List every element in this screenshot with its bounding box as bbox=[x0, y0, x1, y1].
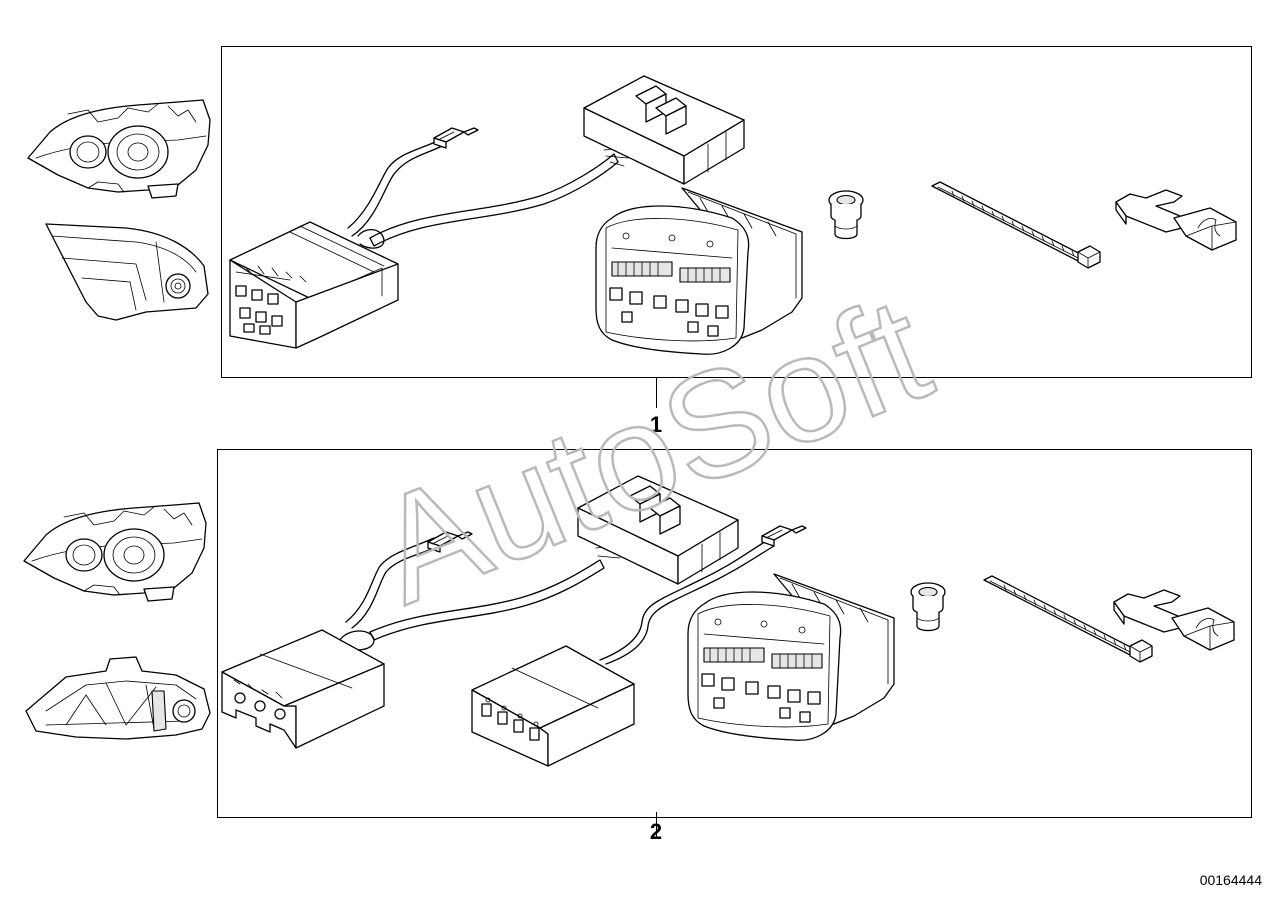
headlight-icon bbox=[27, 99, 211, 199]
cable-tie-icon bbox=[983, 575, 1153, 663]
connector-housing-3pin-icon bbox=[221, 629, 385, 749]
tail-light-icon bbox=[25, 656, 211, 740]
flat-plug-wire-icon bbox=[761, 525, 807, 547]
wire-harness-sheath bbox=[369, 153, 619, 247]
multi-pin-connector-icon bbox=[687, 573, 895, 741]
document-number: 00164444 bbox=[1200, 872, 1263, 888]
flat-plug-wire-icon bbox=[433, 127, 479, 149]
connector-housing-4pin-icon bbox=[471, 645, 635, 767]
locking-clip-icon bbox=[1115, 189, 1237, 251]
callout-2-label: 2 bbox=[650, 819, 662, 844]
panel-2-frame bbox=[217, 449, 1252, 818]
callout-1-label: 1 bbox=[650, 412, 662, 437]
connector-housing-12pin-icon bbox=[229, 221, 399, 349]
grommet-icon bbox=[828, 190, 864, 240]
rear-light-icon bbox=[45, 223, 209, 321]
panel-1-frame bbox=[221, 46, 1252, 378]
headlight-icon bbox=[23, 502, 207, 602]
grommet-icon bbox=[910, 582, 946, 632]
cable-tie-icon bbox=[931, 181, 1101, 269]
wire-harness bbox=[347, 137, 445, 229]
panel-2-parts bbox=[221, 475, 1235, 767]
wire-harness bbox=[345, 537, 435, 623]
panel-1-parts bbox=[229, 75, 1237, 355]
locking-clip-icon bbox=[1113, 589, 1235, 651]
wire-harness-sheath bbox=[369, 559, 605, 641]
